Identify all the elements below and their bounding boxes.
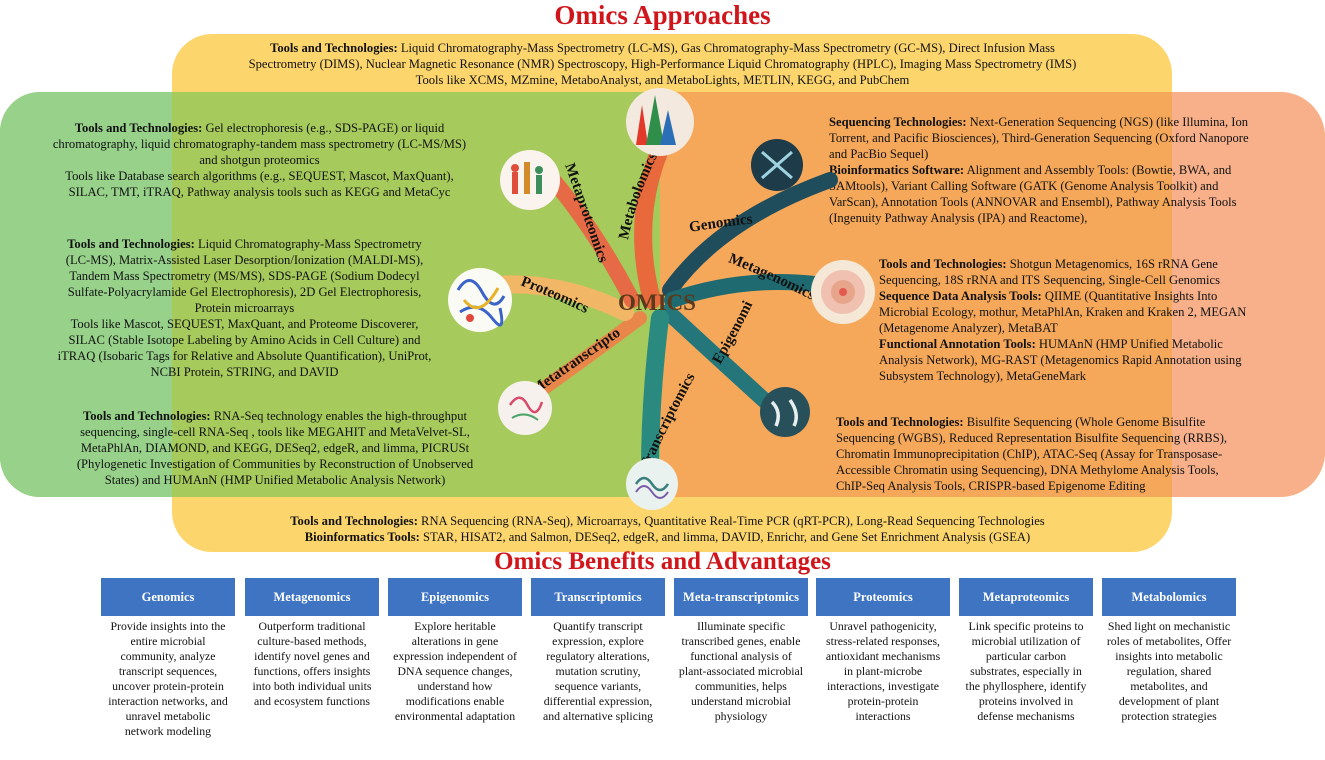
benefits-title: Omics Benefits and Advantages — [494, 548, 831, 575]
card-title: Metagenomics — [245, 578, 379, 616]
background-green-edge — [0, 92, 172, 497]
metatranscriptomics-icon — [498, 381, 552, 435]
genomics-icon — [751, 139, 803, 191]
card-body: Quantify transcript expression, explore … — [542, 619, 654, 723]
card-body: Shed light on mechanistic roles of metab… — [1106, 619, 1232, 723]
proteomics-tools-text: Tools and Technologies: Liquid Chromatog… — [57, 237, 432, 379]
genomics-tools-text: Sequencing Technologies: Next-Generation… — [829, 115, 1249, 225]
metabolomics-icon — [626, 88, 694, 156]
metabolomics-tools-text: Tools and Technologies: Liquid Chromatog… — [248, 41, 1077, 87]
omics-center-label: OMICS — [618, 290, 696, 315]
transcriptomics-band — [641, 309, 669, 479]
benefit-card-metatranscriptomics: Meta-transcriptomics Illuminate specific… — [674, 578, 808, 748]
epigenomics-tools-text: Tools and Technologies: Bisulfite Sequen… — [836, 415, 1228, 493]
benefit-card-metagenomics: Metagenomics Outperform traditional cult… — [245, 578, 379, 748]
transcriptomics-icon — [626, 458, 678, 510]
metaproteomics-icon — [500, 150, 560, 210]
benefit-card-metaproteomics: Metaproteomics Link specific proteins to… — [959, 578, 1093, 748]
card-body: Explore heritable alterations in gene ex… — [393, 619, 517, 723]
card-title: Metaproteomics — [959, 578, 1093, 616]
benefit-card-metabolomics: Metabolomics Shed light on mechanistic r… — [1102, 578, 1236, 748]
transcriptomics-tools-text: Tools and Technologies: RNA Sequencing (… — [290, 514, 1045, 544]
diagram-title: Omics Approaches — [554, 0, 771, 30]
metagenomics-icon — [811, 260, 875, 324]
genomics-band — [662, 172, 838, 298]
metagenomics-tools-text: Tools and Technologies: Shotgun Metageno… — [879, 257, 1247, 383]
spoke-label-metaproteomics: Metaproteomics — [561, 161, 611, 265]
card-title: Meta-transcriptomics — [674, 578, 808, 616]
epigenomics-band — [660, 304, 783, 418]
card-title: Epigenomics — [388, 578, 522, 616]
card-title: Metabolomics — [1102, 578, 1236, 616]
epigenomics-icon — [760, 387, 810, 437]
card-title: Transcriptomics — [531, 578, 665, 616]
card-body: Unravel pathogenicity, stress-related re… — [825, 619, 941, 723]
card-body: Illuminate specific transcribed genes, e… — [678, 619, 804, 723]
background-orange-edge — [1172, 92, 1325, 497]
card-body: Outperform traditional culture-based met… — [252, 619, 372, 708]
proteomics-band — [486, 275, 634, 321]
card-title: Proteomics — [816, 578, 950, 616]
benefit-card-proteomics: Proteomics Unravel pathogenicity, stress… — [816, 578, 950, 748]
card-body: Provide insights into the entire microbi… — [108, 619, 228, 738]
card-title: Genomics — [101, 578, 235, 616]
benefit-card-genomics: Genomics Provide insights into the entir… — [101, 578, 235, 748]
benefit-card-epigenomics: Epigenomics Explore heritable alteration… — [388, 578, 522, 748]
metatranscriptomics-tools-text: Tools and Technologies: RNA-Seq technolo… — [76, 409, 474, 487]
metaproteomics-tools-text: Tools and Technologies: Gel electrophore… — [52, 121, 467, 199]
proteomics-icon — [448, 268, 512, 332]
benefit-card-transcriptomics: Transcriptomics Quantify transcript expr… — [531, 578, 665, 748]
card-body: Link specific proteins to microbial util… — [965, 619, 1087, 723]
